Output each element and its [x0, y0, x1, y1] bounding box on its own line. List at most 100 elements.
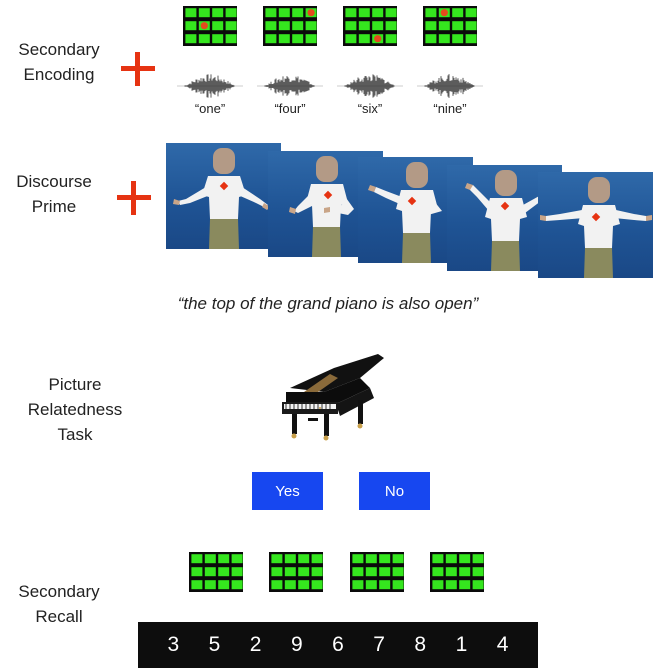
grid-cell — [185, 34, 197, 44]
grid-cell — [345, 8, 357, 18]
grid-dot — [374, 35, 382, 43]
grid-cell — [365, 554, 377, 564]
grid-cell — [445, 554, 457, 564]
grid-cell — [191, 580, 203, 590]
grid-cell — [459, 567, 471, 577]
grid-cell — [204, 567, 216, 577]
grid-cell — [445, 580, 457, 590]
recall-digit[interactable]: 7 — [373, 633, 385, 656]
recall-digit[interactable]: 9 — [290, 633, 303, 656]
grid-cell — [372, 21, 384, 31]
grid-cell — [271, 580, 283, 590]
grid-icon[interactable] — [269, 552, 323, 592]
grid-cell — [385, 21, 397, 31]
no-button[interactable]: No — [359, 472, 430, 510]
grid-cell — [185, 21, 197, 31]
grid-cell — [472, 567, 484, 577]
grid-cell — [191, 554, 203, 564]
grid-cell — [292, 34, 304, 44]
grid-cell — [438, 34, 450, 44]
grid-cell — [218, 554, 230, 564]
spoken-word: “six” — [357, 101, 383, 116]
grid-cell — [225, 8, 237, 18]
grid-cell — [438, 21, 450, 31]
grid-cell — [292, 21, 304, 31]
yes-button[interactable]: Yes — [252, 472, 323, 510]
recall-digit[interactable]: 8 — [414, 633, 427, 656]
waveform-icon — [257, 76, 323, 96]
grid-cell — [432, 580, 444, 590]
grid-cell — [392, 580, 404, 590]
grid-icon — [183, 6, 237, 46]
grid-cell — [425, 8, 437, 18]
grid-icon[interactable] — [189, 552, 243, 592]
grid-cell — [425, 34, 437, 44]
grid-cell — [284, 554, 296, 564]
grid-cell — [198, 8, 210, 18]
grid-cell — [305, 34, 317, 44]
grid-icon[interactable] — [350, 552, 404, 592]
recall-digit[interactable]: 1 — [455, 633, 468, 656]
grid-cell — [204, 554, 216, 564]
grid-cell — [284, 567, 296, 577]
grid-cell — [298, 580, 310, 590]
grid-cell — [345, 34, 357, 44]
grid-cell — [311, 567, 323, 577]
waveform-icon — [417, 74, 483, 98]
recall-digit[interactable]: 4 — [496, 633, 509, 656]
grid-dot — [200, 22, 208, 30]
grid-icon — [343, 6, 397, 46]
grid-dot — [440, 9, 448, 17]
grid-cell — [311, 554, 323, 564]
grid-cell — [212, 34, 224, 44]
grid-cell — [432, 554, 444, 564]
grid-cell — [392, 554, 404, 564]
grid-cell — [271, 567, 283, 577]
grid-cell — [265, 8, 277, 18]
recall-digit[interactable]: 5 — [208, 633, 221, 656]
waveform-icon — [337, 74, 403, 98]
grid-cell — [358, 34, 370, 44]
grid-cell — [445, 567, 457, 577]
label-picture-relatedness-task: Picture Relatedness Task — [27, 375, 123, 444]
grid-cell — [298, 567, 310, 577]
grid-cell — [278, 8, 290, 18]
grid-cell — [218, 580, 230, 590]
grid-cell — [231, 554, 243, 564]
grid-cell — [465, 21, 477, 31]
label-secondary-recall: Secondary Recall — [18, 582, 100, 626]
grid-cell — [278, 34, 290, 44]
grid-cell — [459, 554, 471, 564]
grid-dot — [307, 9, 315, 17]
grid-cell — [365, 567, 377, 577]
grid-cell — [472, 554, 484, 564]
grid-cell — [225, 34, 237, 44]
recall-digit[interactable]: 3 — [167, 633, 180, 656]
grid-cell — [385, 34, 397, 44]
grid-cell — [218, 567, 230, 577]
label-discourse-prime: Discourse Prime — [16, 172, 92, 216]
grid-cell — [212, 8, 224, 18]
grid-cell — [212, 21, 224, 31]
recall-digit-bar: 3 5 2 9 6 7 8 1 4 — [138, 622, 538, 668]
grid-cell — [472, 580, 484, 590]
grid-cell — [198, 34, 210, 44]
gesture-frame-1 — [166, 143, 281, 249]
grid-cell — [265, 34, 277, 44]
fixation-cross-icon — [121, 52, 155, 86]
grid-cell — [298, 554, 310, 564]
grid-cell — [231, 580, 243, 590]
grid-cell — [185, 8, 197, 18]
grid-cell — [379, 567, 391, 577]
grid-cell — [191, 567, 203, 577]
grid-cell — [452, 21, 464, 31]
grid-cell — [459, 580, 471, 590]
grand-piano-icon — [282, 354, 384, 441]
grid-cell — [311, 580, 323, 590]
grid-icon[interactable] — [430, 552, 484, 592]
prime-sentence: “the top of the grand piano is also open… — [177, 294, 479, 313]
grid-cell — [465, 34, 477, 44]
recall-digit[interactable]: 2 — [249, 633, 262, 656]
grid-cell — [284, 580, 296, 590]
recall-digit[interactable]: 6 — [332, 633, 344, 656]
